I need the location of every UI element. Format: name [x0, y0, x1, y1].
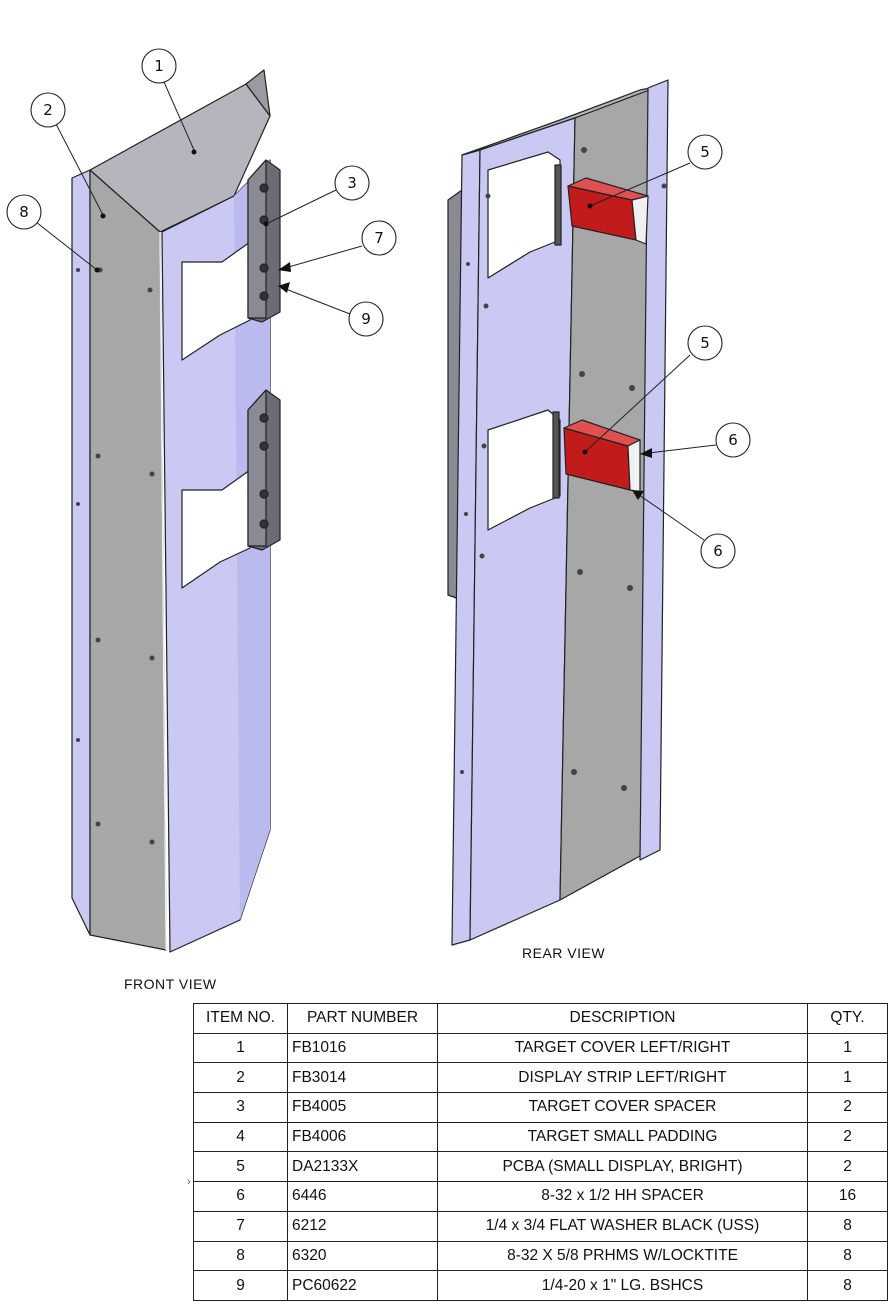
cell-part-number: DA2133X	[287, 1151, 438, 1183]
cell-qty: 16	[807, 1181, 888, 1212]
front-view-label: FRONT VIEW	[124, 976, 217, 992]
rear-view-label: REAR VIEW	[522, 945, 606, 961]
balloon-7-label: 7	[374, 229, 384, 247]
cell-part-number: FB4005	[287, 1092, 438, 1123]
balloon-6-upper-label: 6	[728, 431, 738, 449]
balloon-9-label: 9	[361, 310, 371, 328]
front-back-flange	[71, 169, 91, 936]
balloon-2	[30, 92, 66, 128]
balloon-5-upper	[687, 134, 723, 170]
cell-description: TARGET COVER SPACER	[437, 1092, 808, 1123]
balloon-9	[348, 301, 384, 337]
balloon-8-label: 8	[19, 203, 29, 221]
cell-description: PCBA (SMALL DISPLAY, BRIGHT)	[437, 1151, 808, 1183]
cell-part-number: 6212	[287, 1210, 438, 1242]
cell-part-number: PC60622	[287, 1270, 438, 1301]
balloon-5-upper-label: 5	[700, 143, 710, 161]
target-cover-spacer-lower	[247, 389, 281, 551]
cell-description: 8-32 x 1/2 HH SPACER	[437, 1181, 808, 1212]
balloon-2-label: 2	[43, 101, 53, 119]
cell-part-number: FB3014	[287, 1062, 438, 1094]
balloon-1-label: 1	[154, 57, 164, 75]
cell-description: 1/4 x 3/4 FLAT WASHER BLACK (USS)	[437, 1210, 808, 1242]
cell-part-number: FB1016	[287, 1032, 438, 1064]
cell-item-no: 9	[193, 1270, 288, 1301]
assembly-drawing: 1 2 3 7 8 9 5 5 6 6	[6, 48, 751, 953]
cell-qty: 8	[807, 1210, 888, 1242]
cell-qty: 8	[807, 1240, 888, 1272]
pcba-lower	[563, 419, 641, 493]
target-cover-spacer-upper	[247, 159, 281, 323]
front-view-assembly	[71, 69, 281, 953]
balloon-1	[141, 48, 177, 84]
cell-item-no: 7	[193, 1210, 288, 1242]
header-qty: QTY.	[807, 1003, 888, 1034]
header-description: DESCRIPTION	[437, 1003, 808, 1034]
balloon-6-upper	[715, 422, 751, 458]
row-marker: ›	[187, 1176, 191, 1188]
cell-qty: 2	[807, 1121, 888, 1153]
cell-qty: 1	[807, 1032, 888, 1064]
rear-view-assembly	[447, 79, 669, 946]
panel-cutout-lower	[181, 469, 251, 589]
balloon-5-lower	[687, 325, 723, 361]
cell-description: 8-32 X 5/8 PRHMS W/LOCKTITE	[437, 1240, 808, 1272]
bom-header-row: ITEM NO. PART NUMBER DESCRIPTION QTY.	[193, 1003, 888, 1034]
cell-qty: 2	[807, 1151, 888, 1183]
header-item-no: ITEM NO.	[193, 1003, 288, 1034]
cell-item-no: 1	[193, 1032, 288, 1064]
cell-description: TARGET SMALL PADDING	[437, 1121, 808, 1153]
rear-cutout-lower	[487, 409, 561, 531]
balloon-3	[334, 165, 370, 201]
cell-part-number: 6320	[287, 1240, 438, 1272]
cell-item-no: 2	[193, 1062, 288, 1094]
cell-item-no: 3	[193, 1092, 288, 1123]
balloon-8	[6, 194, 42, 230]
panel-cutout-upper	[181, 241, 251, 361]
balloon-7	[361, 220, 397, 256]
balloon-6-lower	[700, 533, 736, 569]
target-cover-top-edge	[245, 69, 271, 117]
balloon-5-lower-label: 5	[700, 334, 710, 352]
cell-part-number: 6446	[287, 1181, 438, 1212]
pcba-upper	[567, 177, 649, 245]
cell-item-no: 4	[193, 1121, 288, 1153]
cell-description: TARGET COVER LEFT/RIGHT	[437, 1032, 808, 1064]
cell-part-number: FB4006	[287, 1121, 438, 1153]
cell-item-no: 5	[193, 1151, 288, 1183]
balloon-6-lower-label: 6	[713, 542, 723, 560]
cell-item-no: 6	[193, 1181, 288, 1212]
balloon-3-label: 3	[347, 174, 357, 192]
cell-item-no: 8	[193, 1240, 288, 1272]
cell-description: 1/4-20 x 1" LG. BSHCS	[437, 1270, 808, 1301]
cell-qty: 8	[807, 1270, 888, 1301]
display-strip	[89, 169, 167, 951]
header-part-number: PART NUMBER	[287, 1003, 438, 1034]
cell-description: DISPLAY STRIP LEFT/RIGHT	[437, 1062, 808, 1094]
cell-qty: 2	[807, 1092, 888, 1123]
cell-qty: 1	[807, 1062, 888, 1094]
